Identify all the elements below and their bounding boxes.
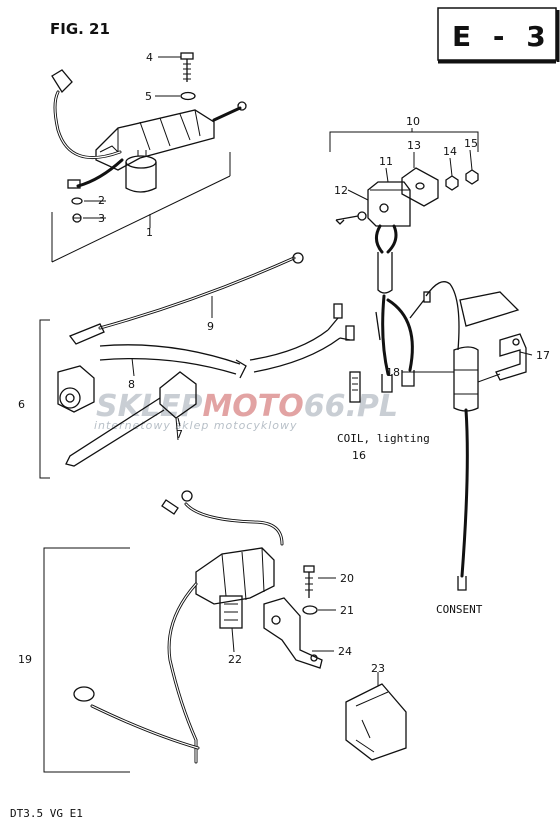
leader-lines: [83, 56, 533, 686]
callout-16: 16: [352, 449, 366, 462]
assembly-19-ignition-unit: [43, 490, 407, 773]
callout-19: 19: [18, 653, 32, 666]
callout-10: 10: [406, 115, 420, 128]
assembly-10-regulator: [329, 128, 479, 294]
callout-14: 14: [443, 145, 457, 158]
assembly-16-coil-lighting: [349, 294, 425, 403]
assembly-6-wiring: [39, 252, 355, 479]
assembly-1-ignition-coil: [51, 52, 247, 263]
assembly-18-condenser: [423, 281, 527, 591]
caption-coil-lighting: COIL, lighting: [337, 432, 430, 445]
callout-5: 5: [145, 90, 152, 103]
callout-6: 6: [18, 398, 25, 411]
callout-9: 9: [207, 320, 214, 333]
callout-18: 18: [386, 366, 400, 379]
svg-text:SKLEPMOTO66.PL: SKLEPMOTO66.PL: [96, 389, 398, 424]
callout-22: 22: [228, 653, 242, 666]
watermark-brand-b: 66: [304, 389, 346, 424]
footer-model: DT3.5 VG E1: [10, 807, 83, 820]
callout-12: 12: [334, 184, 348, 197]
callout-20: 20: [340, 572, 354, 585]
callouts: 4 5 2 3 1 10 11 13 14 15 12 9 8 6 7 18 1…: [18, 51, 550, 675]
callout-15: 15: [464, 137, 478, 150]
callout-11: 11: [379, 155, 393, 168]
callout-23: 23: [371, 662, 385, 675]
callout-24: 24: [338, 645, 352, 658]
caption-consent: CONSENT: [436, 603, 483, 616]
callout-2: 2: [98, 194, 105, 207]
watermark: SKLEPMOTO66.PL internetowy sklep motocyk…: [94, 389, 398, 432]
callout-7: 7: [176, 428, 183, 441]
callout-8: 8: [128, 378, 135, 391]
watermark-brand-red: MOTO: [202, 389, 303, 424]
callout-21: 21: [340, 604, 354, 617]
section-code: E - 3: [452, 20, 552, 53]
section-box: E - 3: [437, 7, 560, 64]
watermark-brand-suffix: .PL: [346, 389, 399, 424]
watermark-brand-a: SKLEP: [96, 389, 202, 424]
callout-13: 13: [407, 139, 421, 152]
callout-1: 1: [146, 226, 153, 239]
callout-4: 4: [146, 51, 153, 64]
callout-3: 3: [98, 212, 105, 225]
callout-17: 17: [536, 349, 550, 362]
figure-title: FIG. 21: [50, 20, 110, 38]
